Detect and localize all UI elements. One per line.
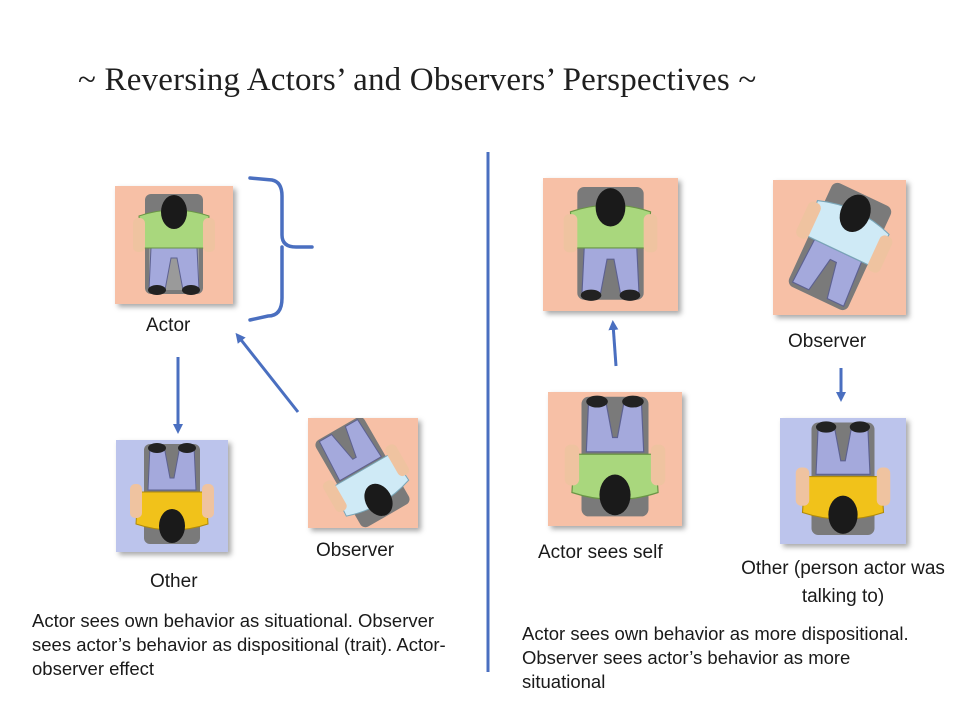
person-top-view-icon	[773, 180, 906, 315]
person-top-view-icon	[115, 186, 233, 304]
actor-label: Actor	[146, 315, 191, 336]
other-right-tile	[780, 418, 906, 544]
observer-label: Observer	[316, 540, 395, 561]
actor-tile	[115, 186, 233, 304]
other-right-label: Other (person actor was talking to)	[741, 558, 945, 607]
person-top-view-icon	[116, 440, 228, 552]
other-label: Other	[150, 571, 198, 592]
actor-self-tile	[548, 392, 682, 526]
left-caption: Actor sees own behavior as situational. …	[32, 610, 446, 679]
person-top-view-icon	[780, 418, 906, 544]
curly-bracket	[248, 176, 314, 322]
observer-top-tile	[773, 180, 906, 315]
right-caption: Actor sees own behavior as more disposit…	[522, 623, 909, 692]
actor-top-tile	[543, 178, 678, 311]
observer-tile	[308, 418, 418, 528]
other-tile	[116, 440, 228, 552]
observer-right-label: Observer	[788, 331, 867, 352]
slide-title: ~ Reversing Actors’ and Observers’ Persp…	[78, 62, 757, 98]
person-top-view-icon	[308, 418, 418, 528]
arrow-observer-to-actor	[235, 332, 300, 413]
person-top-view-icon	[548, 392, 682, 526]
arrow-self-to-actor	[608, 320, 619, 367]
actor-sees-self-label: Actor sees self	[538, 542, 663, 563]
person-top-view-icon	[543, 178, 678, 311]
